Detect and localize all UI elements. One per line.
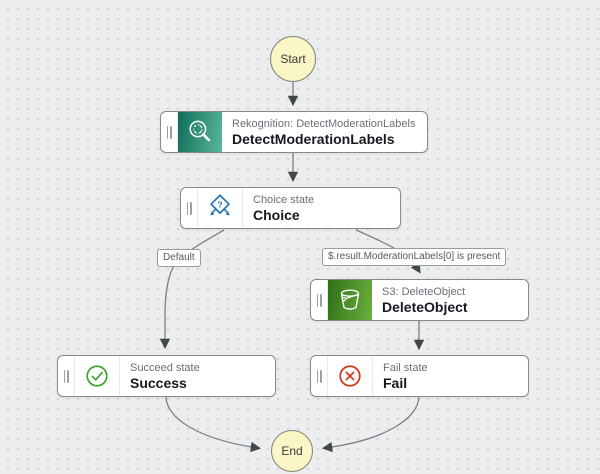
fail-icon: [328, 356, 373, 396]
state-subtitle: Choice state: [253, 193, 315, 206]
choice-rule-label-present: $.result.ModerationLabels[0] is present: [322, 248, 507, 266]
state-node-detect-moderation-labels[interactable]: Rekognition: DetectModerationLabels Dete…: [160, 111, 428, 153]
state-subtitle: Rekognition: DetectModerationLabels: [232, 117, 416, 130]
state-title: DetectModerationLabels: [232, 130, 395, 147]
state-node-success[interactable]: Succeed state Success: [57, 355, 276, 397]
end-label: End: [281, 444, 303, 458]
start-label: Start: [280, 52, 306, 66]
state-subtitle: S3: DeleteObject: [382, 285, 466, 298]
succeed-icon: [75, 356, 120, 396]
drag-handle[interactable]: [58, 356, 75, 396]
state-title: DeleteObject: [382, 298, 468, 315]
start-terminal: Start: [270, 36, 316, 82]
state-node-fail[interactable]: Fail state Fail: [310, 355, 529, 397]
edge-choice-to-success: [159, 229, 225, 350]
rekognition-icon: [178, 112, 222, 152]
drag-handle[interactable]: [311, 280, 328, 320]
edge-success-to-end: [165, 396, 262, 453]
end-terminal: End: [271, 430, 313, 472]
drag-handle[interactable]: [161, 112, 178, 152]
state-subtitle: Fail state: [383, 361, 428, 374]
state-subtitle: Succeed state: [130, 361, 200, 374]
choice-icon: ?: [198, 188, 243, 228]
state-node-delete-object[interactable]: S3: DeleteObject DeleteObject: [310, 279, 529, 321]
state-node-choice[interactable]: ? Choice state Choice: [180, 187, 401, 229]
state-title: Fail: [383, 374, 408, 391]
state-title: Choice: [253, 206, 300, 223]
s3-icon: [328, 280, 372, 320]
svg-text:?: ?: [217, 200, 222, 210]
edge-fail-to-end: [321, 396, 420, 453]
drag-handle[interactable]: [181, 188, 198, 228]
choice-rule-label-default: Default: [157, 249, 201, 267]
state-title: Success: [130, 374, 187, 391]
drag-handle[interactable]: [311, 356, 328, 396]
